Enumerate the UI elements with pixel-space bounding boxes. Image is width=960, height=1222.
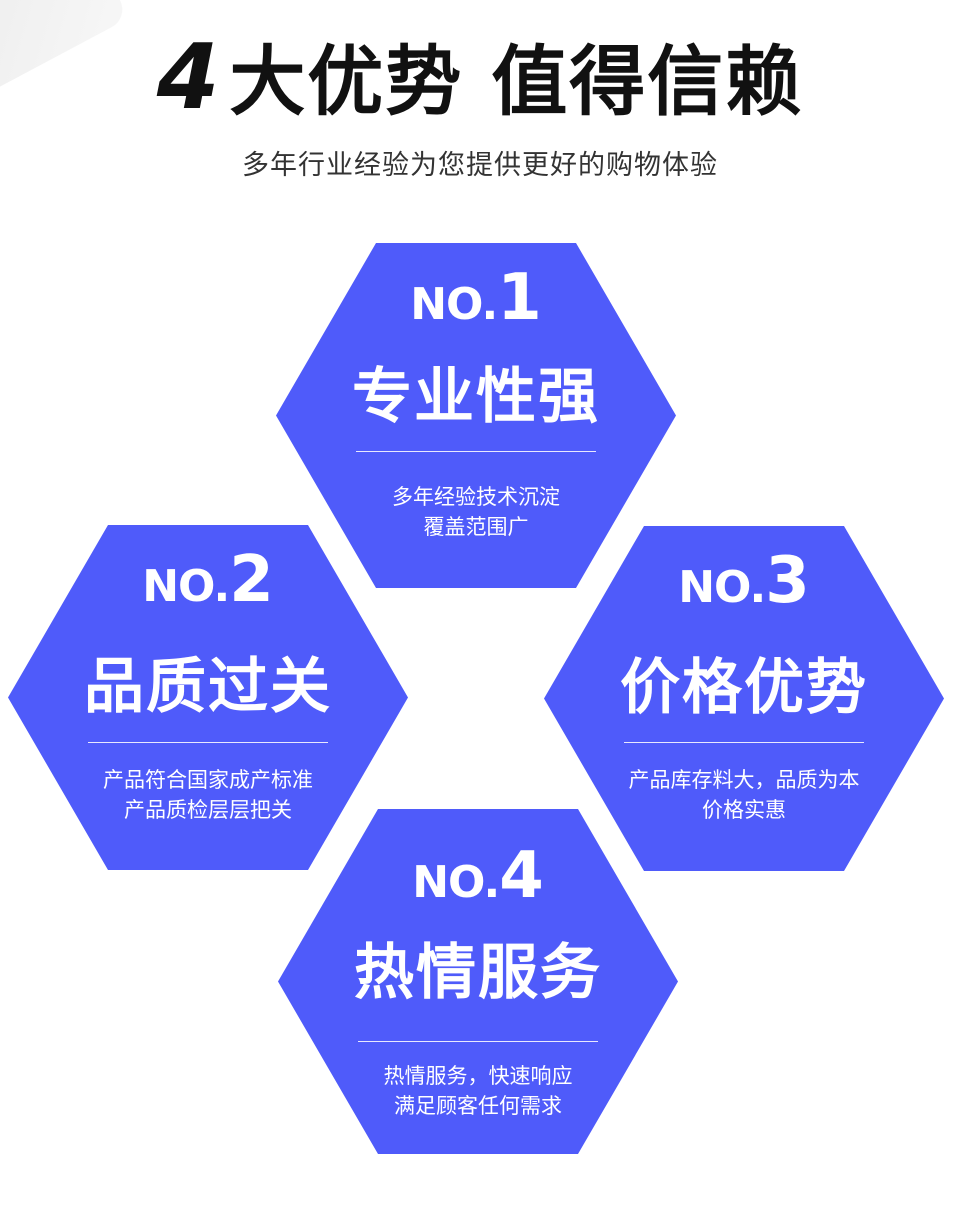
desc-line-1: 热情服务，快速响应 bbox=[383, 1064, 573, 1088]
desc-line-2: 覆盖范围广 bbox=[423, 515, 529, 539]
divider-line bbox=[624, 742, 864, 743]
no-label: NO. bbox=[678, 562, 766, 613]
headline-part1: 大优势 bbox=[229, 37, 464, 126]
advantage-hexagon-3: NO.3 价格优势 产品库存料大，品质为本 价格实惠 bbox=[544, 526, 944, 871]
advantage-number: NO.1 bbox=[276, 261, 676, 335]
headline-part2: 值得信赖 bbox=[491, 37, 804, 126]
no-num: 4 bbox=[499, 839, 544, 913]
advantage-description: 产品符合国家成产标准 产品质检层层把关 bbox=[8, 765, 408, 825]
divider-line bbox=[358, 1041, 598, 1042]
no-label: NO. bbox=[412, 857, 500, 908]
advantage-number: NO.4 bbox=[278, 839, 678, 913]
page-subtitle: 多年行业经验为您提供更好的购物体验 bbox=[242, 150, 718, 181]
advantage-description: 多年经验技术沉淀 覆盖范围广 bbox=[276, 482, 676, 542]
no-label: NO. bbox=[142, 561, 230, 612]
headline-number: 4 bbox=[156, 25, 222, 130]
desc-line-2: 满足顾客任何需求 bbox=[394, 1094, 562, 1118]
desc-line-1: 产品库存料大，品质为本 bbox=[628, 768, 860, 792]
advantage-title: 品质过关 bbox=[84, 652, 332, 722]
desc-line-1: 多年经验技术沉淀 bbox=[392, 485, 560, 509]
desc-line-1: 产品符合国家成产标准 bbox=[103, 768, 313, 792]
advantage-hexagon-1: NO.1 专业性强 多年经验技术沉淀 覆盖范围广 bbox=[276, 243, 676, 588]
advantage-hexagon-2: NO.2 品质过关 产品符合国家成产标准 产品质检层层把关 bbox=[8, 525, 408, 870]
no-num: 3 bbox=[765, 544, 810, 618]
no-label: NO. bbox=[410, 279, 498, 330]
no-num: 2 bbox=[229, 543, 274, 617]
advantage-description: 热情服务，快速响应 满足顾客任何需求 bbox=[278, 1061, 678, 1121]
desc-line-2: 价格实惠 bbox=[702, 798, 786, 822]
advantage-hexagon-4: NO.4 热情服务 热情服务，快速响应 满足顾客任何需求 bbox=[278, 809, 678, 1154]
advantage-title: 热情服务 bbox=[354, 938, 602, 1008]
advantage-title: 价格优势 bbox=[620, 653, 868, 723]
divider-line bbox=[356, 451, 596, 452]
advantage-title: 专业性强 bbox=[352, 362, 600, 432]
divider-line bbox=[88, 742, 328, 743]
desc-line-2: 产品质检层层把关 bbox=[124, 798, 292, 822]
advantage-description: 产品库存料大，品质为本 价格实惠 bbox=[544, 765, 944, 825]
no-num: 1 bbox=[497, 261, 542, 335]
advantage-number: NO.2 bbox=[8, 543, 408, 617]
advantage-number: NO.3 bbox=[544, 544, 944, 618]
